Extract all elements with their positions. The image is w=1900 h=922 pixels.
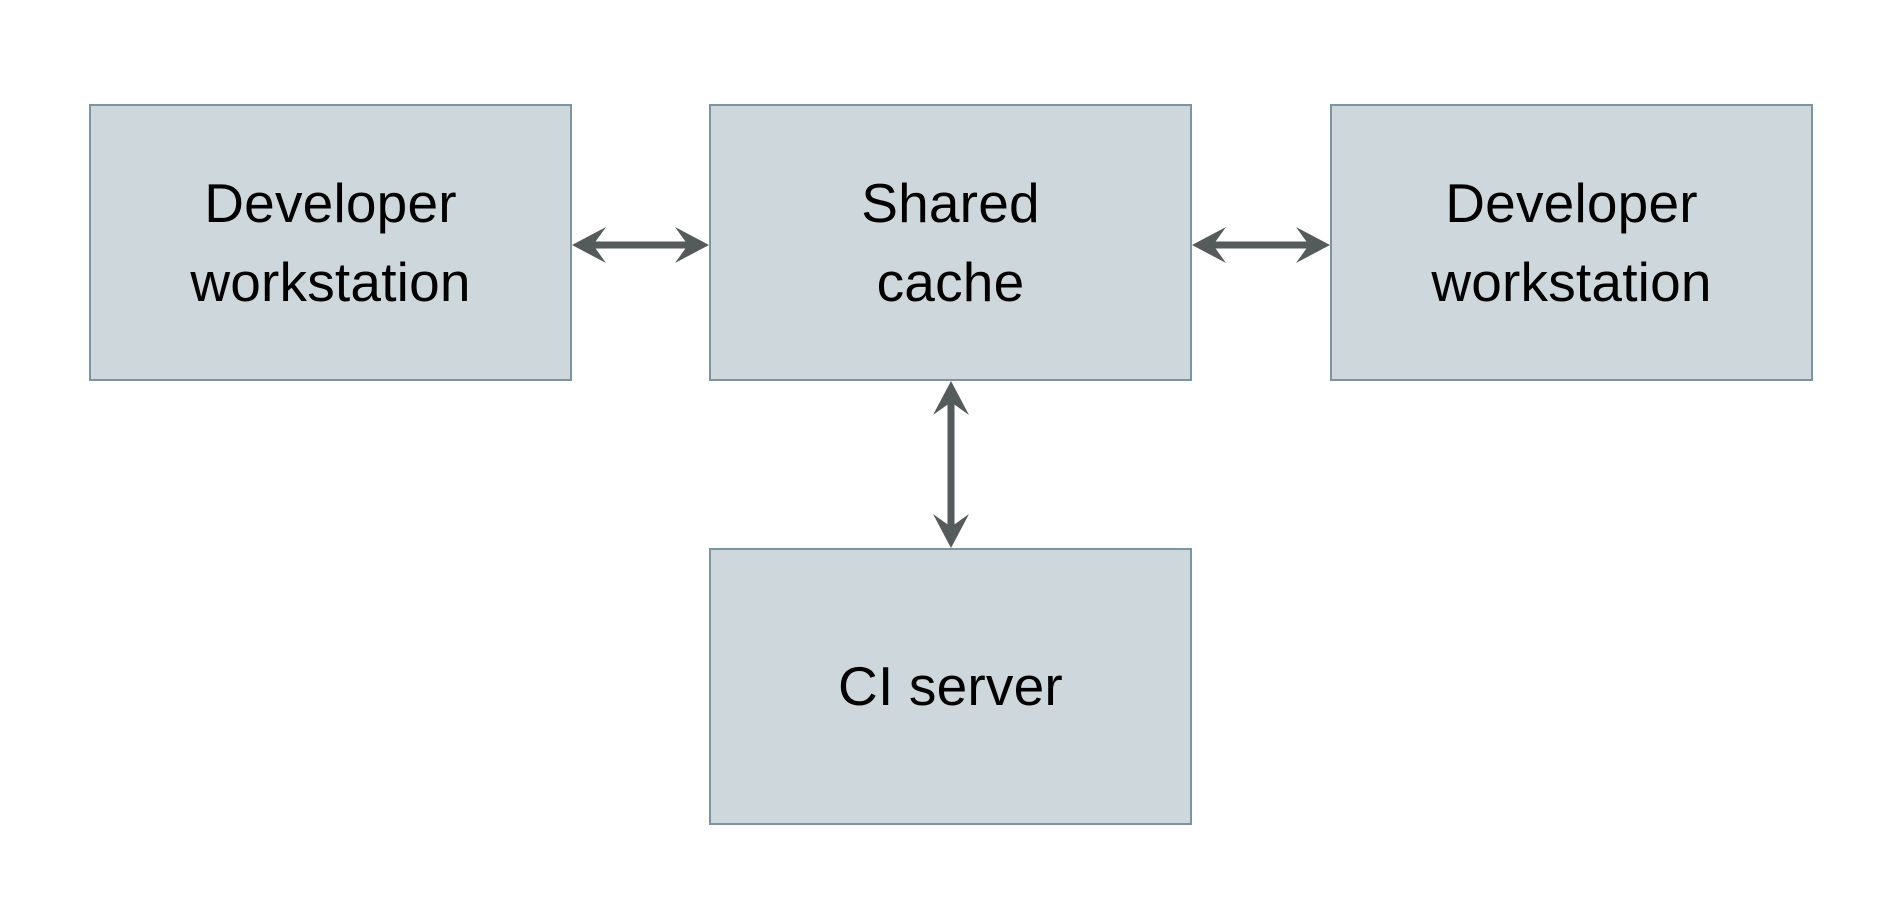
- node-label: Shared cache: [861, 172, 1040, 313]
- node-ci-server[interactable]: CI server: [709, 548, 1192, 825]
- node-shared-cache[interactable]: Shared cache: [709, 104, 1192, 381]
- node-dev-workstation-left[interactable]: Developer workstation: [89, 104, 572, 381]
- node-label: CI server: [838, 655, 1063, 718]
- double-arrow-icon: [933, 381, 969, 548]
- edge-shared-cache-to-dev-workstation-right: [1192, 220, 1330, 270]
- edge-dev-workstation-left-to-shared-cache: [572, 220, 709, 270]
- node-label: Developer workstation: [1431, 172, 1712, 313]
- node-dev-workstation-right[interactable]: Developer workstation: [1330, 104, 1813, 381]
- double-arrow-icon: [1192, 227, 1330, 263]
- edge-shared-cache-to-ci-server: [926, 381, 976, 548]
- double-arrow-icon: [572, 227, 709, 263]
- node-label: Developer workstation: [190, 172, 471, 313]
